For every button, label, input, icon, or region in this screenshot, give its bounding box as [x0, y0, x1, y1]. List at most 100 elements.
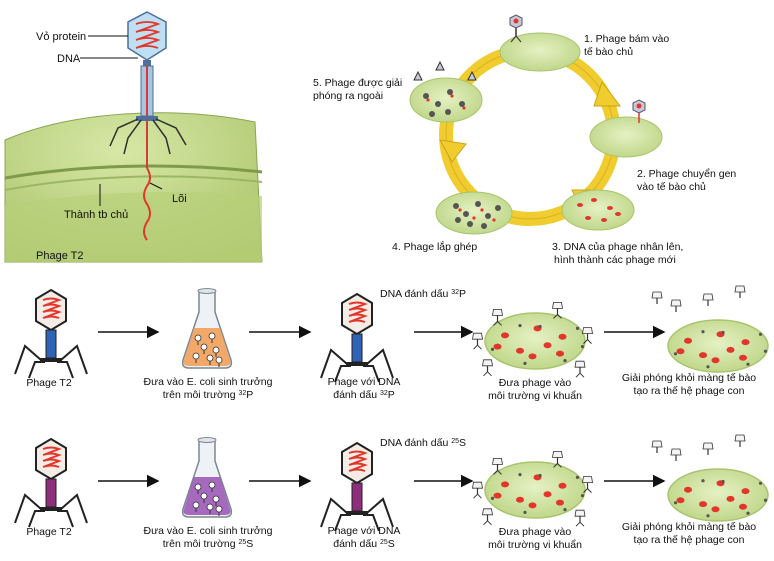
bacterium-granule	[563, 508, 567, 512]
marked-dna-label: DNA đánh dấu 32P	[380, 288, 466, 300]
experiment-row-1: DNA đánh dấu 32P Phage T2 Đưa vào E. coli …	[14, 285, 769, 402]
progeny-phage-head	[702, 293, 714, 301]
culture-caption-2-part: P	[246, 389, 253, 401]
labeled-caption-1: Phage với DNA	[328, 525, 401, 537]
culture-caption-2-part: 25	[238, 539, 246, 546]
flask-phage	[192, 501, 200, 509]
labeled-caption-2: đánh dấu 32P	[333, 389, 395, 401]
attached-phage-head	[574, 360, 586, 368]
dna-fragment	[501, 332, 509, 339]
bacterium-granule	[706, 514, 710, 518]
step2-line2: vào tế bào chủ	[637, 181, 706, 193]
label-phage-t2: Phage T2	[36, 250, 84, 262]
release-caption-1: Giải phóng khỏi màng tế bào	[622, 521, 756, 533]
lysing-bacterium	[667, 468, 769, 522]
flask-phage	[215, 505, 223, 513]
dna-fragment	[684, 337, 692, 344]
infect-caption-2: môi trường vi khuẩn	[488, 539, 582, 551]
culture-caption-1-part: Đưa vào E. coli sinh trưởng	[144, 525, 273, 537]
labeled-caption-1: Phage với DNA	[328, 376, 401, 388]
dna-fragment	[493, 492, 502, 499]
progeny-phage-head	[670, 299, 682, 307]
label-dna: DNA	[57, 53, 81, 65]
phage-t2-label-part: Phage T2	[26, 526, 72, 538]
infected-bacterium	[472, 450, 593, 527]
bacterium-granule	[673, 352, 678, 356]
label-core: Lõi	[172, 193, 187, 205]
phage-tail	[351, 333, 363, 363]
leader-core	[149, 182, 163, 190]
cycle-cell-5	[409, 60, 483, 123]
attached-phage-legs	[575, 521, 585, 527]
attached-phage	[582, 327, 593, 344]
phage-dna	[42, 446, 62, 468]
attached-phage-head	[574, 509, 586, 517]
culture-caption-2: trên môi trường 25S	[163, 538, 254, 550]
attached-phage-head	[472, 481, 483, 489]
dna-fragment	[676, 497, 685, 504]
marked-dna-label-part: S	[459, 437, 466, 449]
flask-phage	[194, 483, 202, 491]
attached-phage-legs	[583, 339, 592, 344]
release-caption-1-part: Giải phóng khỏi màng tế bào	[622, 372, 756, 384]
culture-flask	[181, 288, 233, 369]
infect-caption-2-part: môi trường vi khuẩn	[488, 390, 582, 402]
lysing-bacterium	[667, 319, 769, 373]
phage-fibers	[320, 348, 394, 383]
attached-phage-head	[492, 457, 503, 465]
bacterium-granule	[701, 330, 705, 334]
phage-fibers	[14, 344, 88, 379]
labeled-phage	[320, 441, 394, 532]
progeny-phage-head	[734, 285, 746, 293]
bacterium-granule	[763, 349, 768, 353]
bacterium-granule	[490, 496, 495, 500]
attached-phage	[472, 332, 483, 350]
attached-phage-head	[482, 359, 493, 367]
dna-fragment	[726, 495, 735, 502]
bacterium-granule	[746, 511, 750, 515]
release-caption-2: tạo ra thế hệ phage con	[634, 385, 745, 397]
dna-fragment	[493, 343, 502, 350]
bacterium-cell	[484, 312, 586, 370]
culture-caption-2: trên môi trường 32P	[163, 389, 254, 401]
culture-caption-1: Đưa vào E. coli sinh trưởng	[144, 525, 273, 537]
marked-dna-label-part: 25	[451, 438, 459, 445]
phage-t2-label-part: Phage T2	[26, 377, 72, 389]
step2-line1: 2. Phage chuyển gen	[637, 168, 736, 180]
dna-fragment	[741, 339, 750, 346]
infect-caption-1: Đưa phage vào	[499, 377, 572, 389]
bacterium-granule	[758, 481, 763, 485]
flask-phage	[212, 495, 220, 503]
progeny-phage-head	[651, 440, 663, 448]
dna-fragment	[501, 481, 509, 488]
flask-phage	[206, 354, 214, 362]
bacterium-granule	[758, 332, 763, 336]
dna-fragment	[528, 353, 537, 360]
bacterium-granule	[523, 361, 527, 365]
cycle-cell-1	[499, 14, 581, 72]
bacterium-granule	[563, 359, 567, 363]
attached-phage-legs	[493, 321, 502, 326]
labeled-caption-2: đánh dấu 25S	[333, 538, 395, 550]
bacterium-granule	[523, 510, 527, 514]
injected-dna	[143, 167, 151, 241]
phage-dna	[42, 297, 62, 319]
attached-phage	[492, 457, 503, 475]
cycle-cell-4	[435, 191, 513, 235]
attached-phage-legs	[473, 493, 482, 499]
dna-fragment	[739, 354, 747, 361]
dna-fragment	[543, 342, 552, 349]
dna-fragment	[556, 499, 564, 506]
phage-tail-fibers	[109, 118, 187, 155]
host-cell-wall	[4, 164, 263, 180]
label-cell-wall: Thành tb chủ	[64, 209, 128, 221]
phage-tail	[45, 478, 57, 508]
infect-caption-1: Đưa phage vào	[499, 526, 572, 538]
step5-line2: phóng ra ngoài	[313, 90, 383, 102]
attached-phage-head	[582, 327, 593, 335]
experiment-rows: DNA đánh dấu 32P Phage T2 Đưa vào E. coli …	[14, 285, 769, 551]
dna-fragment	[711, 357, 720, 364]
culture-caption-2-part: trên môi trường	[163, 538, 239, 550]
culture-caption-1: Đưa vào E. coli sinh trưởng	[144, 376, 273, 388]
